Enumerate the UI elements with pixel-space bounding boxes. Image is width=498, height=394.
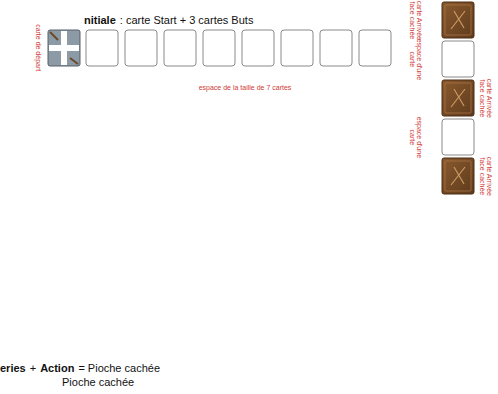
red-annotation: espace d'une carte: [409, 115, 424, 159]
note-text: Pioche cachée: [62, 376, 134, 388]
bold-note: nitiale: [84, 14, 116, 26]
note-text: : carte Start + 3 cartes Buts: [120, 14, 254, 26]
bold-note: Action: [40, 362, 74, 374]
note-line: nitiale : carte Start + 3 cartes Buts: [84, 14, 253, 26]
bold-note: eries: [0, 362, 26, 374]
red-annotation: carte Arrivée face cachée: [479, 73, 494, 123]
note-line: Pioche cachée: [62, 376, 134, 388]
note-text: = Pioche cachée: [78, 362, 160, 374]
red-annotation: carte de départ: [34, 13, 41, 83]
goal-cards: [442, 2, 474, 194]
red-annotation: carte Arrivée face cachée: [409, 0, 424, 45]
red-annotation: espace de la taille de 7 cartes: [145, 84, 345, 91]
start-card: [48, 30, 80, 66]
note-line: eries + Action = Pioche cachée: [0, 362, 160, 374]
note-text: +: [30, 362, 36, 374]
red-annotation: carte Arrivée face cachée: [479, 151, 494, 201]
red-annotation: espace d'une carte: [409, 37, 424, 81]
